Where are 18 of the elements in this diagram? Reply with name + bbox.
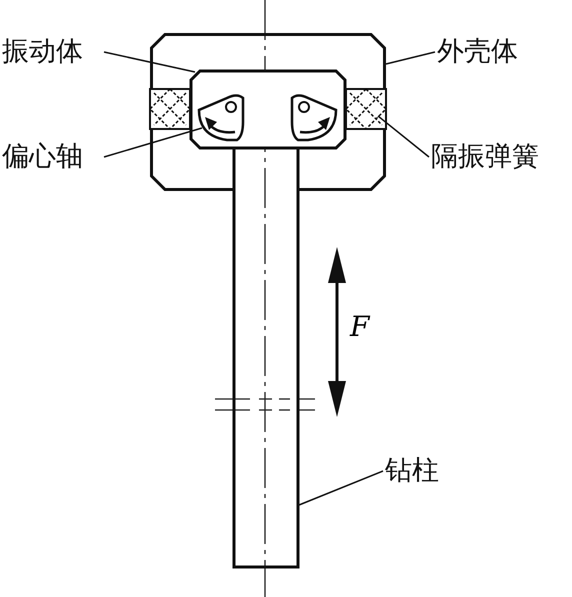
leader-line xyxy=(298,470,384,506)
part-label: 偏心轴 xyxy=(2,142,102,172)
part-label: 振动体 xyxy=(2,37,102,67)
housing xyxy=(150,33,386,191)
part-label: 外壳体 xyxy=(437,37,537,67)
force-label: F xyxy=(350,312,370,342)
leader-line xyxy=(386,51,436,65)
leader-line xyxy=(104,51,196,73)
eccentric-cam-drawing xyxy=(290,94,338,141)
leader-line xyxy=(104,127,202,158)
leader-line xyxy=(378,115,430,158)
eccentric-cam-drawing xyxy=(197,94,245,141)
vibrating-body xyxy=(190,70,346,149)
spring-block xyxy=(346,89,386,129)
drill-string xyxy=(233,149,299,568)
spring-block xyxy=(150,89,190,129)
part-label: 钻柱 xyxy=(385,456,455,486)
part-label: 隔振弹簧 xyxy=(431,142,567,172)
